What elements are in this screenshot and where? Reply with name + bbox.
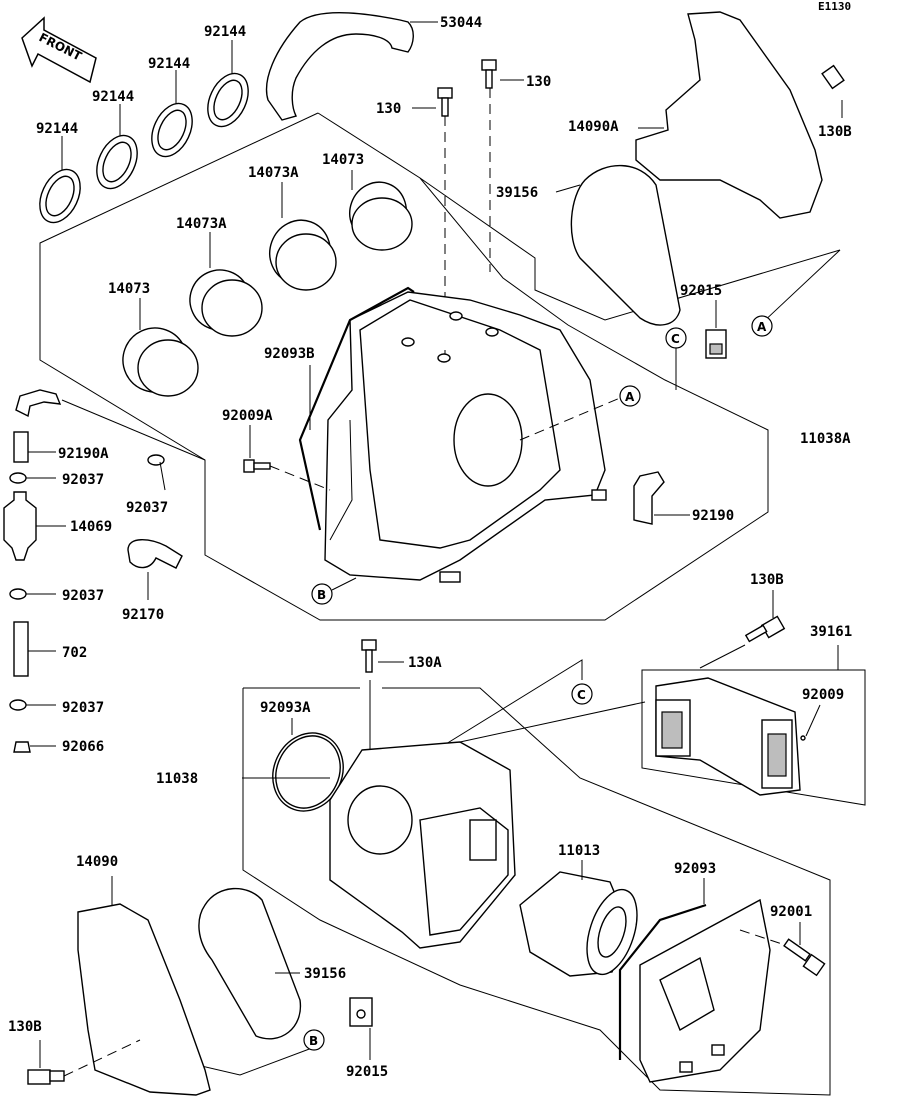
label-92144-2: 92144	[148, 56, 190, 72]
label-92037-3: 92037	[62, 588, 104, 604]
mark-b2	[303, 1029, 325, 1051]
label-702: 702	[62, 645, 87, 661]
clip-92015-bottom	[349, 997, 373, 1060]
cover-14090A	[635, 11, 845, 219]
label-92001: 92001	[770, 904, 812, 920]
label-92144-3: 92144	[92, 89, 134, 105]
reference-marks-upper: A A C B	[311, 249, 841, 605]
reference-marks-lower: C B	[303, 683, 593, 1051]
hose-53044	[265, 12, 438, 121]
label-130B-bottom: 130B	[8, 1019, 42, 1035]
label-92009A: 92009A	[222, 408, 273, 424]
bolt-130B-bottom	[27, 1039, 141, 1085]
label-92009: 92009	[802, 687, 844, 703]
cover-14090	[77, 876, 211, 1096]
label-92190A: 92190A	[58, 446, 109, 462]
label-92037-2: 92037	[126, 500, 168, 516]
diagram-code: E1130	[818, 0, 851, 13]
label-92015-top: 92015	[680, 283, 722, 299]
filter-39156-top	[555, 164, 681, 326]
svg-text:B: B	[317, 588, 326, 602]
label-53044: 53044	[440, 15, 482, 31]
intake-ducts	[122, 170, 413, 397]
front-arrow: FRONT	[21, 16, 97, 84]
cover-plate-92093	[618, 878, 771, 1083]
label-14073A-2: 14073A	[176, 216, 227, 232]
seal-92093B	[298, 286, 415, 531]
clip-92015-top	[705, 300, 727, 359]
air-box-11038A	[324, 291, 607, 583]
label-11038A: 11038A	[800, 431, 851, 447]
svg-text:A: A	[625, 390, 635, 404]
label-39156-top: 39156	[496, 185, 538, 201]
mark-c1	[665, 327, 687, 349]
spring-clips	[39, 40, 249, 224]
o-ring-92093A	[272, 718, 344, 812]
filter-element-11013	[519, 860, 638, 977]
label-39156-bottom: 39156	[304, 966, 346, 982]
label-92037-1: 92037	[62, 472, 104, 488]
svg-text:C: C	[671, 332, 680, 346]
part-labels: 53044 130 130 130B 14090A 92144 92144 92…	[8, 15, 852, 1080]
clamp-box-outline	[641, 669, 866, 806]
bolt-92009A	[243, 425, 331, 491]
label-92037-4: 92037	[62, 700, 104, 716]
label-92093B: 92093B	[264, 346, 315, 362]
bolt-130B-mid	[699, 590, 786, 669]
bolt-92001	[739, 922, 826, 977]
svg-text:C: C	[577, 688, 586, 702]
mark-a1	[751, 315, 773, 337]
label-92144-1: 92144	[204, 24, 246, 40]
label-130B-mid: 130B	[750, 572, 784, 588]
label-14073-2: 14073	[108, 281, 150, 297]
label-92190: 92190	[692, 508, 734, 524]
clamp-39161	[655, 645, 839, 796]
mark-b1	[311, 583, 333, 605]
label-92066: 92066	[62, 739, 104, 755]
filter-39156-bottom	[198, 887, 302, 1040]
label-14090: 14090	[76, 854, 118, 870]
label-130-b: 130	[526, 74, 551, 90]
svg-text:B: B	[309, 1034, 318, 1048]
label-130-a: 130	[376, 101, 401, 117]
label-14073-1: 14073	[322, 152, 364, 168]
breather-parts	[3, 389, 206, 753]
bolt-130A	[361, 639, 404, 755]
label-11013: 11013	[558, 843, 600, 859]
label-92093A: 92093A	[260, 700, 311, 716]
label-14069: 14069	[70, 519, 112, 535]
upper-assembly-outline	[39, 112, 841, 621]
mark-c2	[571, 683, 593, 705]
elbow-92190	[633, 471, 690, 525]
label-92144-4: 92144	[36, 121, 78, 137]
svg-text:A: A	[757, 320, 767, 334]
label-11038: 11038	[156, 771, 198, 787]
label-92015-bottom: 92015	[346, 1064, 388, 1080]
label-130B-top: 130B	[818, 124, 852, 140]
label-14073A-1: 14073A	[248, 165, 299, 181]
label-39161: 39161	[810, 624, 852, 640]
label-92093: 92093	[674, 861, 716, 877]
air-box-11038	[242, 701, 646, 949]
label-14090A: 14090A	[568, 119, 619, 135]
label-130A: 130A	[408, 655, 442, 671]
mark-a2	[619, 385, 641, 407]
label-92170: 92170	[122, 607, 164, 623]
